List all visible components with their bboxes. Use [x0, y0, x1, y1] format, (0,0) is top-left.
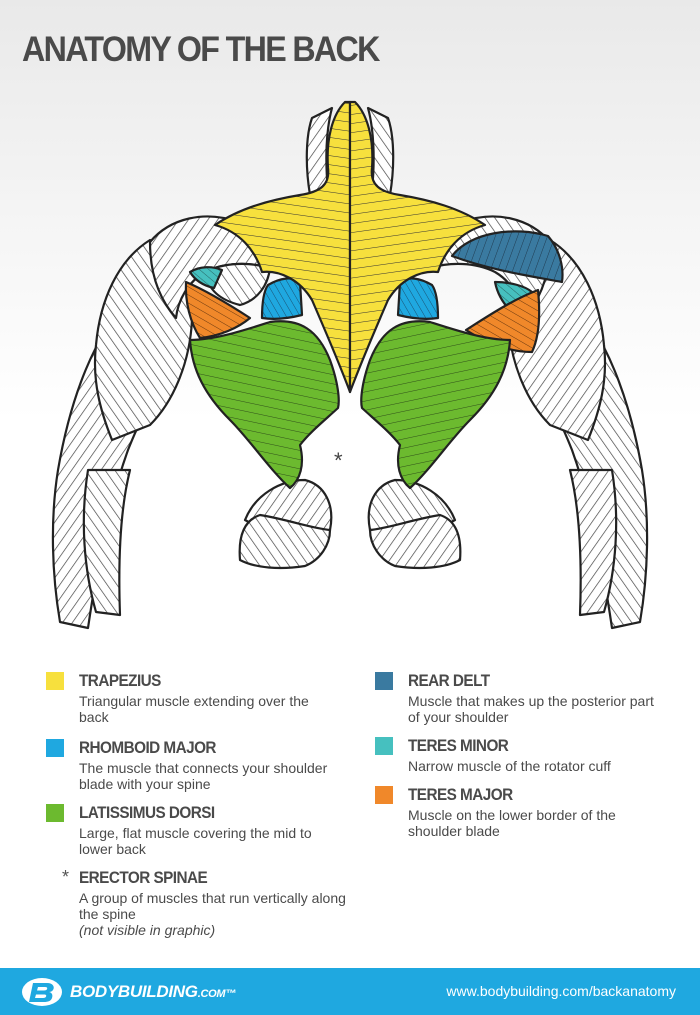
- legend-description: Triangular muscle extending over the bac…: [79, 693, 309, 725]
- erector-spinae-marker: *: [334, 448, 343, 473]
- legend-name: LATISSIMUS DORSI: [79, 803, 215, 822]
- legend-name: REAR DELT: [408, 671, 490, 690]
- bodybuilding-logo-icon: [22, 978, 62, 1006]
- right-oblique: [368, 513, 462, 570]
- erector-spinae-note: (not visible in graphic): [79, 922, 216, 938]
- page-title: ANATOMY OF THE BACK: [22, 30, 380, 69]
- latissimus-dorsi-swatch: [46, 804, 64, 822]
- legend-description: A group of muscles that run vertically a…: [79, 890, 364, 938]
- left-oblique: [238, 513, 332, 570]
- left-lower-forearm: [82, 468, 132, 617]
- legend-name: TERES MAJOR: [408, 785, 513, 804]
- right-trapezius: [348, 100, 487, 394]
- brand-trademark: ™: [225, 988, 236, 1000]
- footer-bar: BODYBUILDING.COM™ www.bodybuilding.com/b…: [0, 968, 700, 1015]
- legend-name: RHOMBOID MAJOR: [79, 738, 216, 757]
- footer-url-link[interactable]: www.bodybuilding.com/backanatomy: [446, 983, 676, 999]
- legend-name: TRAPEZIUS: [79, 671, 161, 690]
- right-rhomboid: [396, 277, 440, 320]
- left-rhomboid: [260, 277, 304, 320]
- erector-spinae-legend-marker: *: [62, 867, 70, 887]
- legend-description: Muscle that makes up the posterior part …: [408, 693, 654, 725]
- brand-main: BODYBUILDING: [70, 982, 198, 1001]
- left-latissimus-dorsi: [188, 320, 340, 490]
- back-anatomy-illustration: *: [51, 100, 649, 630]
- legend-description: The muscle that connects your shoulder b…: [79, 760, 328, 792]
- right-rear-delt: [450, 230, 564, 284]
- teres-minor-swatch: [375, 737, 393, 755]
- left-teres-major: [184, 280, 252, 340]
- legend-name: ERECTOR SPINAE: [79, 868, 208, 887]
- legend-description: Large, flat muscle covering the mid to l…: [79, 825, 312, 857]
- left-teres-minor: [188, 266, 224, 290]
- legend-description: Muscle on the lower border of the should…: [408, 807, 616, 839]
- left-trapezius: [213, 100, 352, 394]
- right-lower-forearm: [568, 468, 618, 617]
- rhomboid-major-swatch: [46, 739, 64, 757]
- trapezius-swatch: [46, 672, 64, 690]
- right-latissimus-dorsi: [360, 320, 512, 490]
- legend-name: TERES MINOR: [408, 736, 509, 755]
- rear-delt-swatch: [375, 672, 393, 690]
- legend-description: Narrow muscle of the rotator cuff: [408, 758, 611, 774]
- brand-suffix: .COM: [197, 988, 226, 1000]
- bodybuilding-brand-link[interactable]: BODYBUILDING.COM™: [70, 982, 236, 1002]
- teres-major-swatch: [375, 786, 393, 804]
- erector-spinae-description: A group of muscles that run vertically a…: [79, 890, 346, 922]
